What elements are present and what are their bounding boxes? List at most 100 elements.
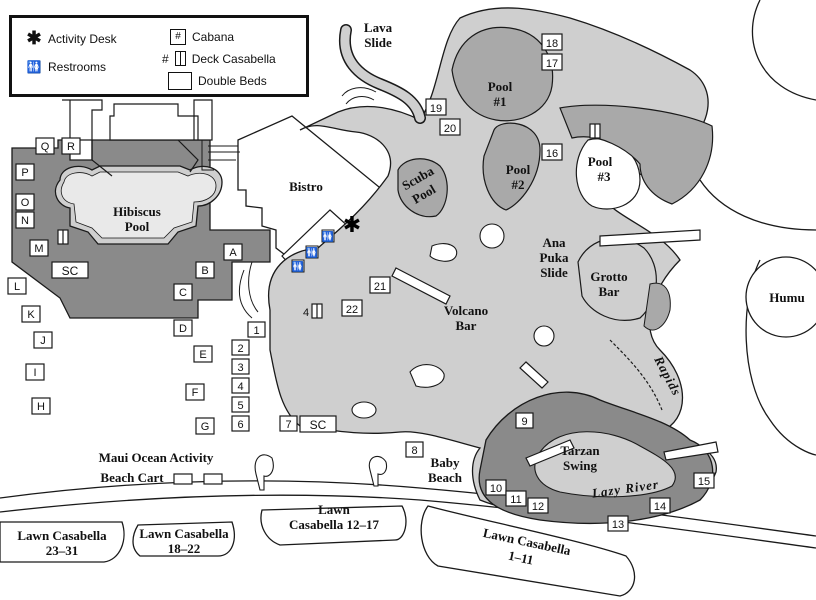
grotto-rock	[643, 282, 671, 331]
pool2-label-1: Pool	[506, 162, 531, 177]
bed-M: M	[34, 243, 43, 255]
hibiscus-building-walls	[91, 139, 199, 177]
double-bed-labels: A B C D E F G H I J K L M N O P Q R	[14, 141, 237, 433]
bed-A: A	[229, 247, 237, 259]
cabana-sc-2: SC	[310, 418, 327, 432]
lagoon-rocks	[351, 223, 555, 419]
volcano-label-2: Bar	[456, 318, 477, 333]
bed-C: C	[179, 287, 187, 299]
ana-puka-label-1: Ana	[542, 235, 566, 250]
rapids-channel	[609, 339, 663, 411]
beach-cart-box-2	[203, 473, 223, 485]
deck-hash-symbol: #	[162, 51, 169, 66]
volcano-label-1: Volcano	[444, 303, 488, 318]
cabana-4: 4	[237, 381, 243, 393]
beach-cart-box-1	[173, 473, 193, 485]
bed-K: K	[27, 309, 35, 321]
activity-desk-star: ✱	[343, 213, 361, 238]
cabana-19: 19	[430, 103, 442, 115]
legend-double-beds: Double Beds	[168, 72, 267, 90]
cabana-3: 3	[237, 362, 243, 374]
tarzan-label-2: Swing	[563, 458, 597, 473]
cabana-sc-1: SC	[62, 264, 79, 278]
humu-label: Humu	[769, 290, 804, 305]
palm-markers	[254, 454, 388, 491]
restroom-icons: 🚻 🚻 🚻	[291, 229, 335, 273]
pool-1-water	[451, 26, 554, 122]
cabana-5: 5	[237, 400, 243, 412]
lawn-18-22-label-2: 18–22	[168, 541, 201, 556]
hibiscus-label-1: Hibiscus	[113, 204, 161, 219]
cabana-21: 21	[374, 281, 386, 293]
bistro-stair-lines	[201, 140, 240, 171]
humu-island	[745, 256, 816, 338]
bed-Q: Q	[41, 141, 50, 153]
baby-beach-label-2: Beach	[428, 470, 463, 485]
legend-cabana-label: Cabana	[192, 30, 235, 44]
tarzan-label-1: Tarzan	[560, 443, 600, 458]
legend-restrooms: 🚻 Restrooms	[26, 60, 107, 74]
lava-slide-label-2: Slide	[364, 35, 392, 50]
bed-H: H	[37, 401, 45, 413]
beach-cart-label-1: Maui Ocean Activity	[99, 450, 214, 465]
bed-P: P	[21, 167, 28, 179]
ana-puka-label-3: Slide	[540, 265, 568, 280]
legend-activity-desk: ✱ Activity Desk	[26, 28, 117, 49]
map-legend: ✱ Activity Desk 🚻 Restrooms # Cabana # D…	[9, 15, 309, 97]
bed-B: B	[201, 265, 208, 277]
cabana-markers	[51, 33, 715, 532]
legend-restrooms-label: Restrooms	[48, 60, 107, 74]
bistro-label: Bistro	[289, 179, 323, 194]
cabana-10: 10	[490, 483, 502, 495]
cabana-1: 1	[253, 325, 259, 337]
stair-lava	[341, 87, 377, 105]
lawn-23-31-label-1: Lawn Casabella	[17, 528, 107, 543]
legend-double-beds-label: Double Beds	[198, 74, 267, 88]
pool2-label-2: #2	[512, 177, 525, 192]
bridges	[391, 229, 719, 467]
lawn-shapes	[0, 505, 636, 597]
restroom-icon-3: 🚻	[292, 260, 304, 273]
lawn-18-22-label-1: Lawn Casabella	[139, 526, 229, 541]
restroom-icon-1: 🚻	[322, 230, 334, 243]
cabana-12: 12	[532, 501, 544, 513]
cabana-20: 20	[444, 123, 456, 135]
lawn-23-31-label-2: 23–31	[46, 543, 79, 558]
bed-L: L	[14, 281, 20, 293]
beach-cart-label-2: Beach Cart	[100, 470, 164, 485]
bed-N: N	[21, 215, 29, 227]
legend-activity-desk-label: Activity Desk	[48, 31, 117, 46]
bed-R: R	[67, 141, 75, 153]
bed-E: E	[199, 349, 206, 361]
bed-D: D	[179, 323, 187, 335]
lawn-12-17-label-2: Casabella 12–17	[289, 517, 379, 532]
cabana-box-icon: #	[170, 29, 186, 45]
cabana-17: 17	[546, 58, 558, 70]
double-bed-icon	[168, 72, 192, 90]
pool3-label-1: Pool	[588, 154, 613, 169]
legend-cabana: # Cabana	[170, 29, 234, 45]
cabana-18: 18	[546, 38, 558, 50]
cabana-16: 16	[546, 148, 558, 160]
lava-slide-channel-inner	[340, 25, 425, 123]
asterisk-icon: ✱	[26, 28, 42, 48]
restroom-icon: 🚻	[26, 60, 42, 74]
cabana-13: 13	[612, 519, 624, 531]
double-bed-markers	[7, 137, 243, 435]
hibiscus-water-inner	[60, 171, 217, 239]
scuba-pool-water	[397, 158, 448, 218]
legend-deck-casabella-label: Deck Casabella	[191, 51, 276, 66]
bed-I: I	[33, 367, 36, 379]
cabana-2: 2	[237, 343, 243, 355]
ana-puka-label-2: Puka	[540, 250, 569, 265]
bed-O: O	[21, 197, 30, 209]
bed-J: J	[40, 335, 46, 347]
lawn-12-17-label-1: Lawn	[318, 502, 351, 517]
cabana-11: 11	[510, 494, 521, 506]
cabana-6: 6	[237, 419, 243, 431]
lava-slide-label-1: Lava	[364, 20, 393, 35]
pool1-label-2: #1	[494, 94, 507, 109]
cabana-labels: 1 2 3 4 5 6 7 SC 8 9 10 11 12 13 14 15 1…	[62, 38, 710, 531]
deck-casabella-icon	[174, 51, 186, 66]
